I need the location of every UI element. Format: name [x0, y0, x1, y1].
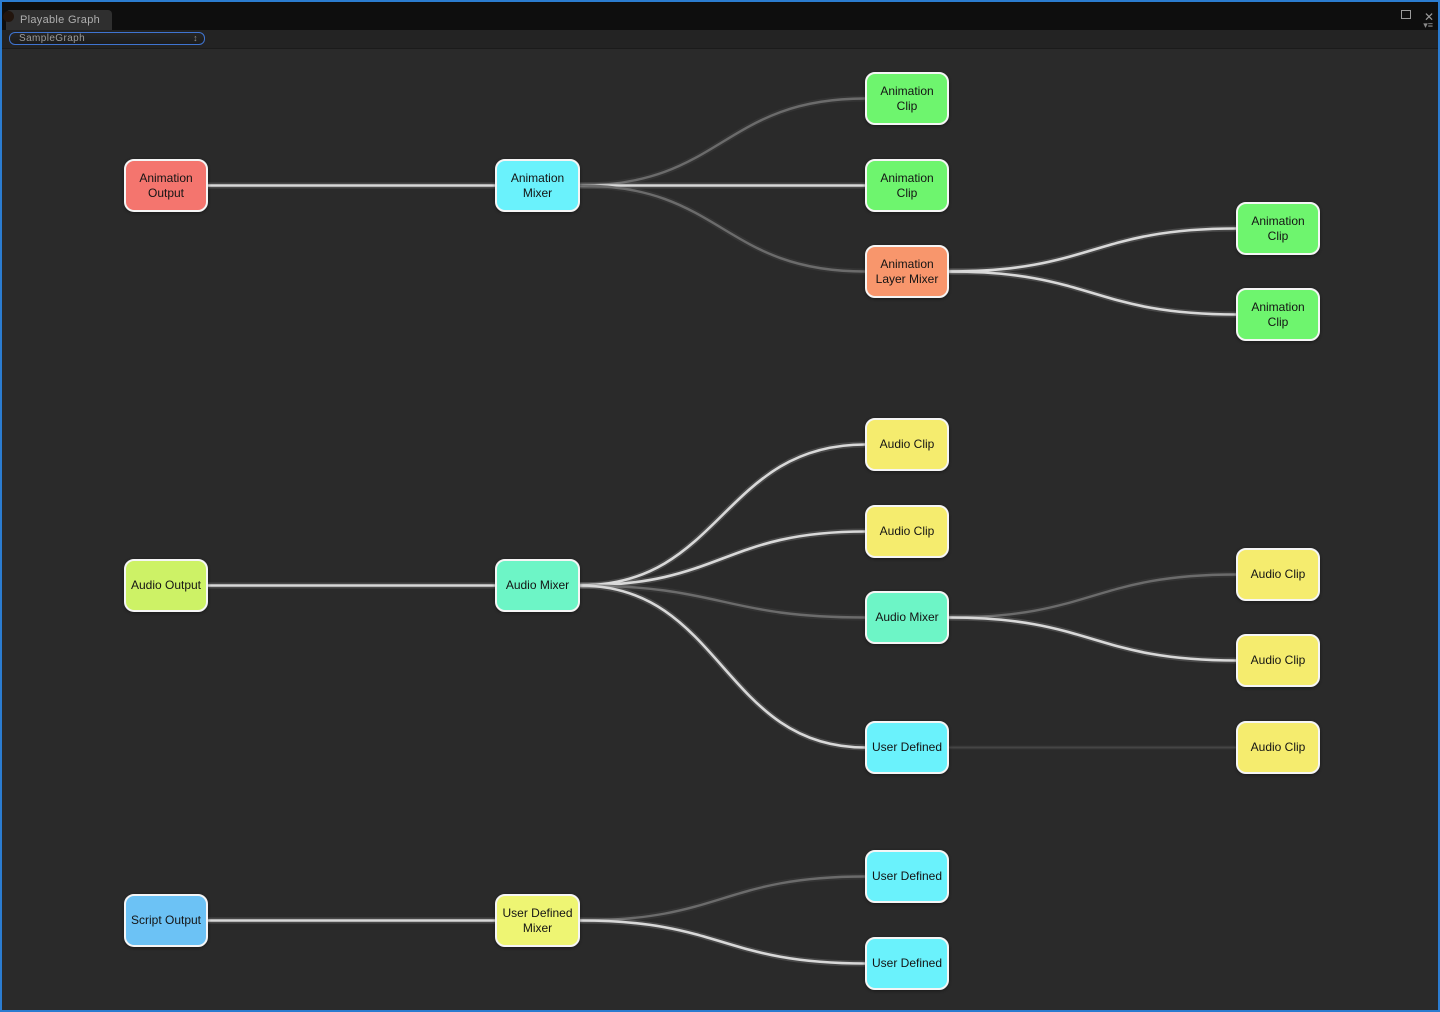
node-label: Audio Mixer — [505, 578, 570, 592]
graph-node-script-output[interactable]: Script Output — [124, 894, 208, 947]
graph-node-audio-mixer-1[interactable]: Audio Mixer — [495, 559, 580, 612]
node-label: Script Output — [130, 913, 202, 927]
graph-node-audio-clip-4[interactable]: Audio Clip — [1236, 634, 1320, 687]
node-label: User Defined — [871, 956, 943, 970]
edge-user-defined-mixer-to-user-defined-2 — [579, 875, 866, 922]
maximize-button[interactable] — [1401, 10, 1412, 19]
node-label: Animation Mixer — [510, 170, 565, 200]
edge-audio-mixer-1-to-audio-mixer-2 — [579, 584, 866, 619]
graph-node-audio-clip-2[interactable]: Audio Clip — [865, 505, 949, 558]
node-label: Audio Clip — [879, 437, 935, 451]
graph-node-anim-mixer[interactable]: Animation Mixer — [495, 159, 580, 212]
graph-node-anim-clip-2[interactable]: Animation Clip — [865, 159, 949, 212]
node-label: Audio Clip — [879, 524, 935, 538]
graph-node-audio-clip-3[interactable]: Audio Clip — [1236, 548, 1320, 601]
node-label: Animation Clip — [880, 83, 934, 113]
graph-node-audio-clip-1[interactable]: Audio Clip — [865, 418, 949, 471]
edge-anim-mixer-to-anim-layer-mixer — [579, 184, 866, 273]
graph-node-user-defined-1[interactable]: User Defined — [865, 721, 949, 774]
pane-menu-icon[interactable]: ▾≡ — [1423, 20, 1433, 30]
graph-node-audio-mixer-2[interactable]: Audio Mixer — [865, 591, 949, 644]
edge-audio-mixer-1-to-audio-clip-2 — [579, 530, 866, 587]
edge-audio-mixer-2-to-audio-clip-3 — [948, 573, 1237, 619]
node-label: User Defined — [871, 869, 943, 883]
node-label: Audio Clip — [1250, 740, 1306, 754]
graph-node-audio-clip-5[interactable]: Audio Clip — [1236, 721, 1320, 774]
graph-node-user-defined-mixer[interactable]: User Defined Mixer — [495, 894, 580, 947]
edge-anim-layer-mixer-to-anim-clip-3 — [948, 227, 1237, 273]
node-label: User Defined — [871, 740, 943, 754]
graph-node-anim-layer-mixer[interactable]: Animation Layer Mixer — [865, 245, 949, 298]
pane-icon — [3, 11, 14, 22]
node-label: Audio Clip — [1250, 567, 1306, 581]
window-controls: ✕ — [1401, 8, 1434, 26]
node-label: Audio Output — [130, 578, 202, 592]
node-label: User Defined Mixer — [502, 905, 573, 935]
close-icon[interactable]: ✕ — [1423, 10, 1434, 24]
edge-user-defined-mixer-to-user-defined-3 — [579, 919, 866, 965]
graph-node-audio-output[interactable]: Audio Output — [124, 559, 208, 612]
edge-anim-mixer-to-anim-clip-1 — [579, 97, 866, 187]
node-label: Animation Clip — [880, 170, 934, 200]
graph-node-user-defined-2[interactable]: User Defined — [865, 850, 949, 903]
graph-node-user-defined-3[interactable]: User Defined — [865, 937, 949, 990]
graph-node-anim-clip-4[interactable]: Animation Clip — [1236, 288, 1320, 341]
graph-node-anim-output[interactable]: Animation Output — [124, 159, 208, 212]
edge-audio-mixer-1-to-user-defined-1 — [579, 584, 866, 749]
node-label: Audio Clip — [1250, 653, 1306, 667]
edge-anim-layer-mixer-to-anim-clip-4 — [948, 270, 1237, 316]
tab-playable-graph[interactable]: Playable Graph — [6, 10, 113, 30]
node-label: Animation Layer Mixer — [875, 256, 939, 286]
graph-canvas[interactable] — [2, 48, 1438, 1010]
graph-selector-value: SampleGraph — [19, 33, 86, 44]
node-label: Animation Output — [139, 170, 193, 200]
edge-audio-mixer-1-to-audio-clip-1 — [579, 443, 866, 587]
graph-node-anim-clip-3[interactable]: Animation Clip — [1236, 202, 1320, 255]
titlebar: Playable Graph ✕ ▾≡ — [2, 2, 1438, 30]
toolbar: SampleGraph ↕ — [2, 30, 1438, 49]
node-label: Animation Clip — [1251, 299, 1305, 329]
node-label: Audio Mixer — [875, 610, 939, 624]
node-label: Animation Clip — [1251, 213, 1305, 243]
edge-audio-mixer-2-to-audio-clip-4 — [948, 616, 1237, 662]
graph-selector-dropdown[interactable]: SampleGraph ↕ — [9, 32, 205, 45]
dropdown-arrows-icon: ↕ — [193, 33, 198, 43]
graph-node-anim-clip-1[interactable]: Animation Clip — [865, 72, 949, 125]
